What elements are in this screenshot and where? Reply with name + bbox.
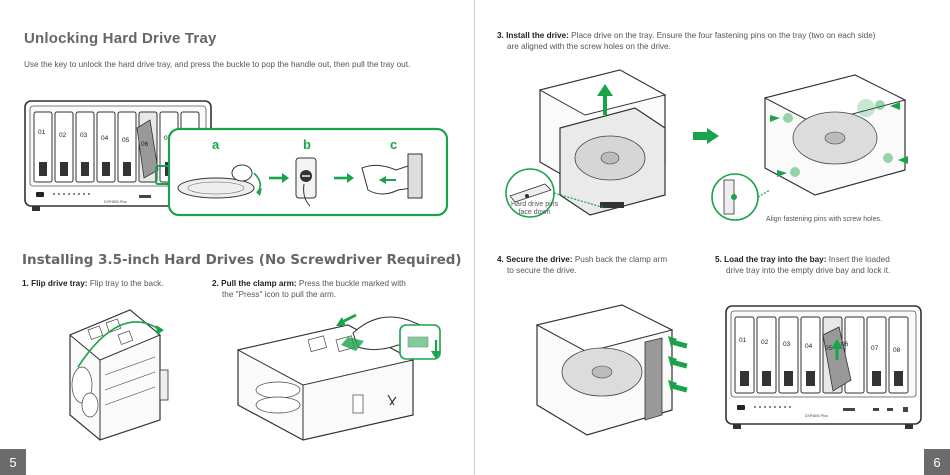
bay-label-r06: 06	[841, 341, 849, 348]
book-spine	[474, 0, 475, 475]
bay-label-r02: 02	[761, 339, 769, 346]
pins-callout-line1: Hard drive pins	[511, 201, 559, 208]
step-c-label: c	[390, 137, 397, 152]
page-title: Unlocking Hard Drive Tray	[24, 30, 217, 47]
section-title: Installing 3.5-inch Hard Drives (No Scre…	[22, 252, 462, 268]
step1-description: Flip tray to the back.	[89, 279, 164, 288]
step3-title: 3. Install the drive:	[497, 31, 569, 40]
align-callout-circle	[711, 173, 771, 221]
bay-label-r01: 01	[739, 337, 747, 344]
step4-description-line1: Push back the clamp arm	[574, 255, 668, 264]
intro-text: Use the key to unlock the hard drive tra…	[24, 60, 411, 69]
bay-label-06: 06	[141, 141, 149, 148]
pull-clamp-illustration	[236, 313, 441, 441]
step3-arrow	[693, 128, 719, 144]
buckle-illustration	[295, 157, 317, 207]
step4-title: 4. Secure the drive:	[497, 255, 573, 264]
key-illustration	[177, 164, 262, 199]
step3-description-line1: Place drive on the tray. Ensure the four…	[571, 31, 876, 40]
page-number-left: 5	[0, 449, 26, 475]
step3-description-line2: are aligned with the screw holes on the …	[507, 42, 671, 51]
flip-tray-illustration	[69, 309, 169, 441]
step2-text: 2. Pull the clamp arm: Press the buckle …	[212, 278, 406, 289]
step5-title: 5. Load the tray into the bay:	[715, 255, 827, 264]
step1-text: 1. Flip drive tray: Flip tray to the bac…	[22, 278, 164, 289]
secure-drive-illustration	[535, 304, 688, 436]
unlock-steps-callout: a b c	[167, 127, 449, 217]
step2-title: 2. Pull the clamp arm:	[212, 279, 297, 288]
step-a-label: a	[212, 137, 220, 152]
drive-into-tray-illustration	[538, 69, 667, 216]
arrow-b-c	[334, 173, 354, 183]
bay-label-04: 04	[101, 135, 109, 142]
front-panel-text-right: DXP4800 Plus	[805, 414, 828, 418]
load-tray-nas-illustration: 01 02 03 04 05 06 07 08 DXP4800 Plus	[725, 305, 922, 429]
bay-label-07: 07	[164, 135, 172, 142]
arrow-a-b	[269, 173, 289, 183]
bay-label-r04: 04	[805, 343, 813, 350]
drive-installed-illustration	[763, 74, 908, 196]
step-b-label: b	[303, 137, 311, 152]
step4-text: 4. Secure the drive: Push back the clamp…	[497, 254, 667, 265]
step5-description-line1: Insert the loaded	[828, 255, 890, 264]
step5-description-line2: drive tray into the empty drive bay and …	[726, 266, 891, 275]
bay-label-r08: 08	[893, 347, 901, 354]
step1-title: 1. Flip drive tray:	[22, 279, 88, 288]
bay-label-02: 02	[59, 132, 67, 139]
pins-callout-text: Hard drive pins face down	[511, 201, 558, 217]
step2-description-line1: Press the buckle marked with	[298, 279, 406, 288]
page-number-right: 6	[924, 449, 950, 475]
step3-text: 3. Install the drive: Place drive on the…	[497, 30, 876, 41]
bay-label-03: 03	[80, 132, 88, 139]
step5-text: 5. Load the tray into the bay: Insert th…	[715, 254, 890, 265]
front-panel-text: DXP4800 Plus	[104, 200, 127, 204]
bay-label-r03: 03	[783, 341, 791, 348]
align-caption: Align fastening pins with screw holes.	[766, 216, 882, 223]
right-page: 3. Install the drive: Place drive on the…	[475, 0, 950, 475]
hand-pull-illustration	[361, 153, 423, 199]
step4-description-line2: to secure the drive.	[507, 266, 577, 275]
pins-callout-line2: face down	[518, 209, 551, 216]
pins-callout-circle	[505, 168, 606, 218]
step2-description-line2: the "Press" icon to pull the arm.	[222, 290, 337, 299]
bay-label-r07: 07	[871, 345, 879, 352]
left-page: Unlocking Hard Drive Tray Use the key to…	[0, 30, 462, 475]
bay-label-05: 05	[122, 137, 130, 144]
bay-label-r05: 05	[825, 345, 833, 352]
bay-label-01: 01	[38, 129, 46, 136]
